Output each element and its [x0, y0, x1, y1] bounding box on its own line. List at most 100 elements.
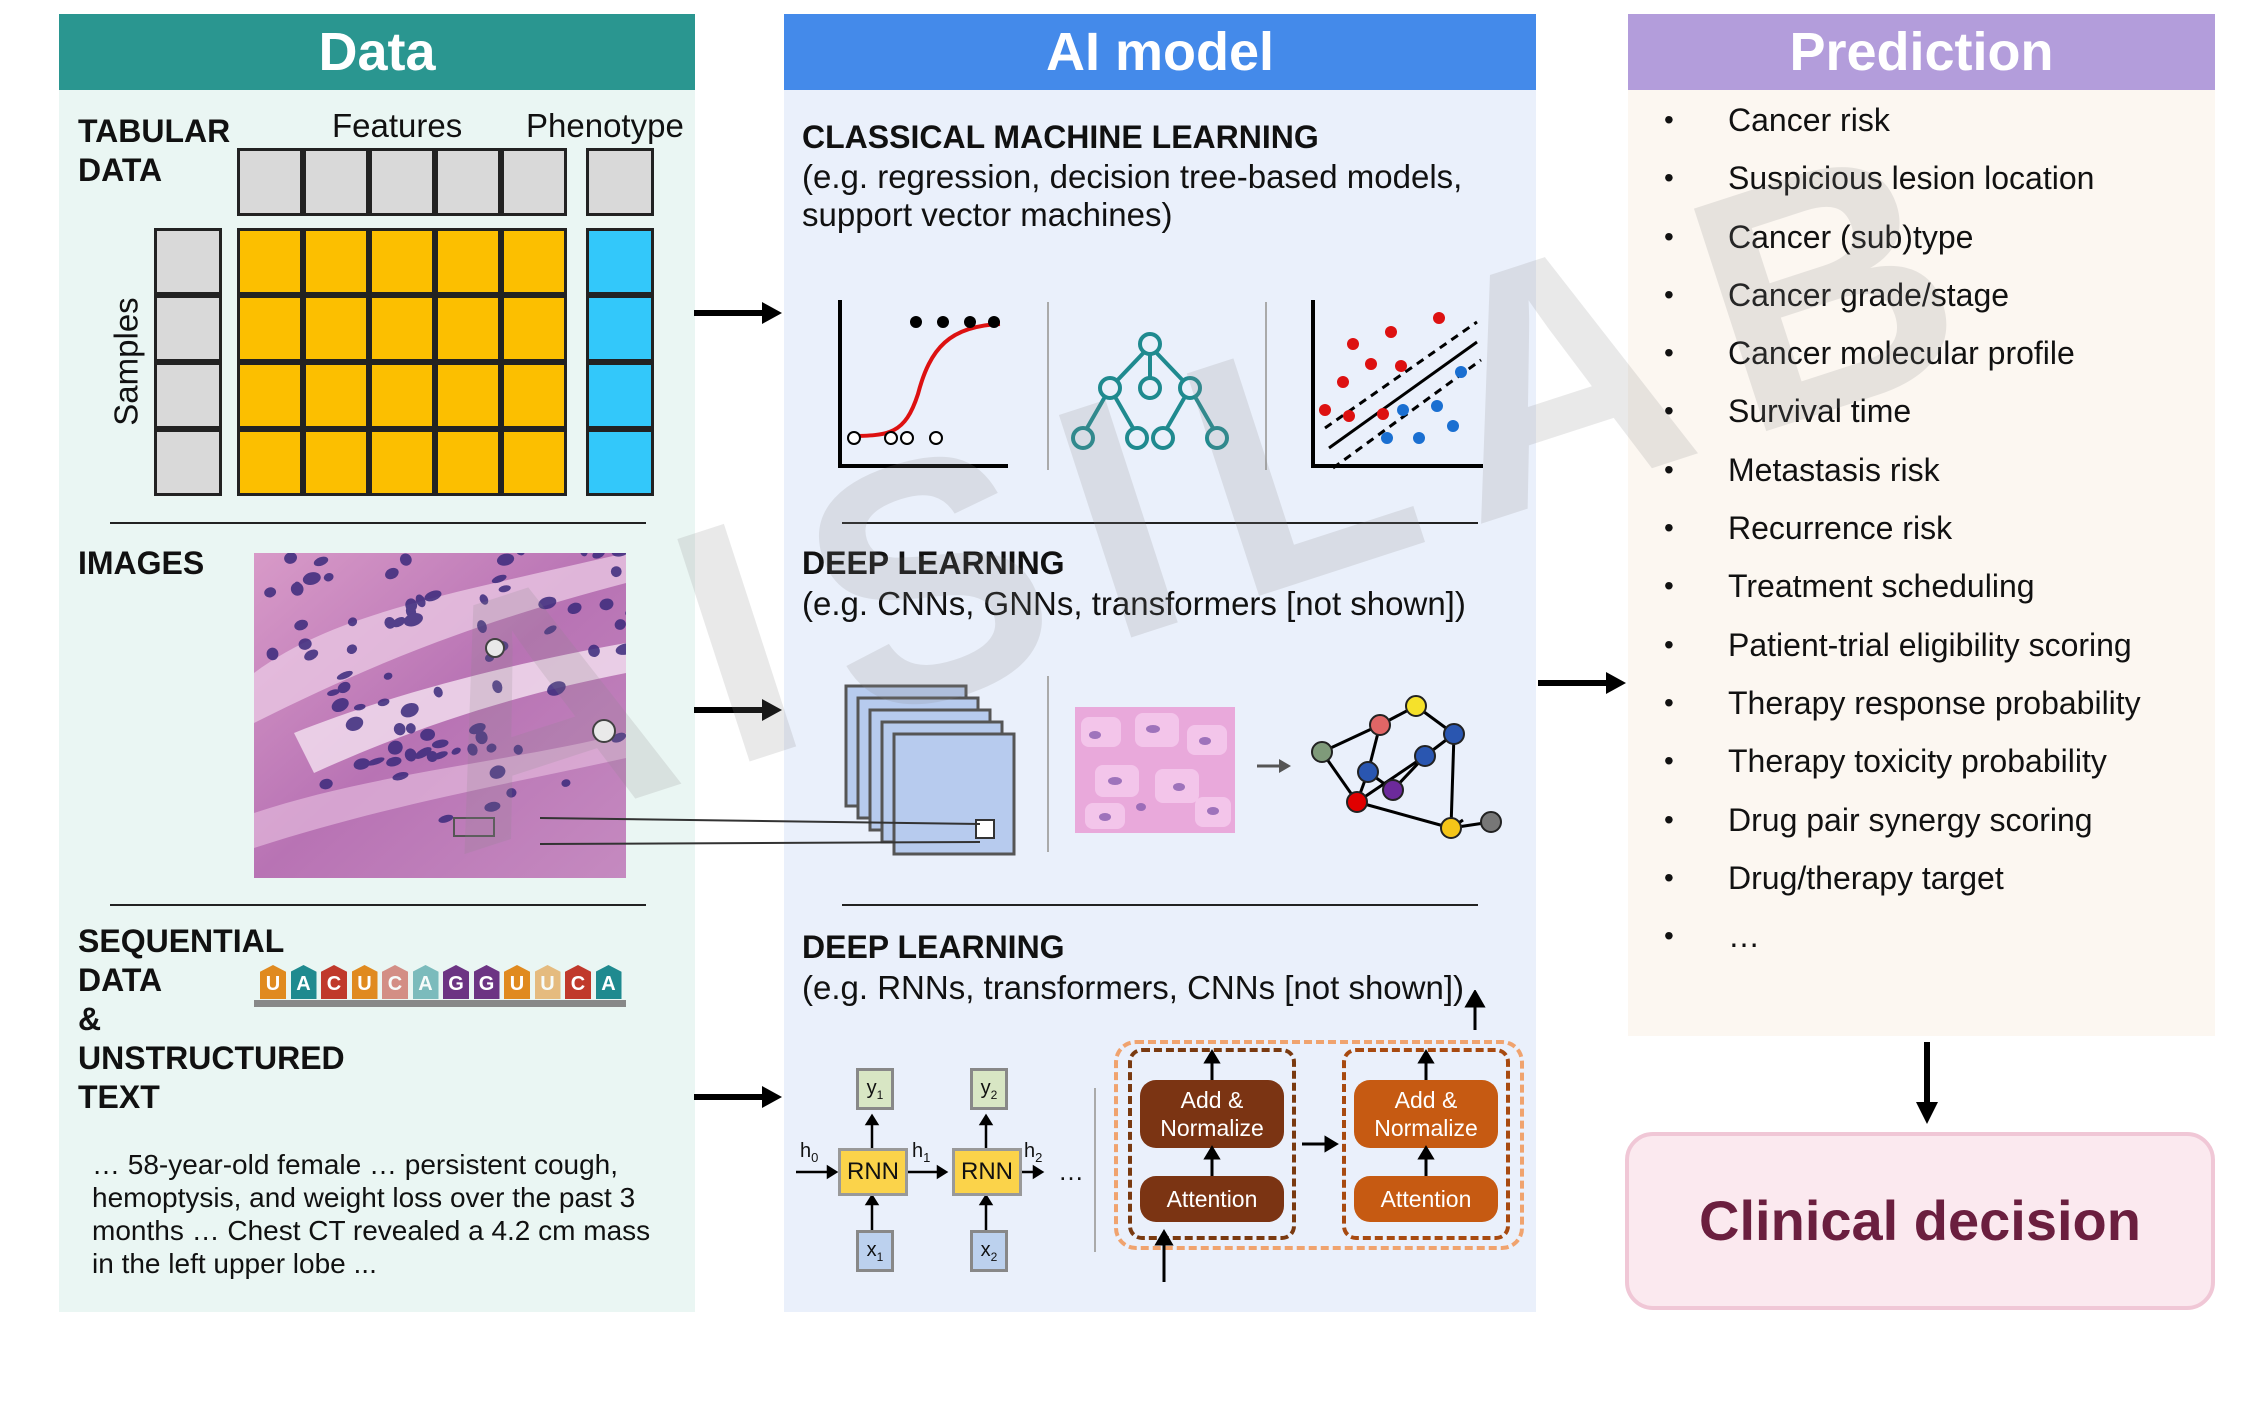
feature-cell: [435, 362, 501, 429]
nucleotide: A: [412, 965, 439, 999]
gnn-graph: [1311, 695, 1502, 839]
feature-cell: [303, 429, 369, 496]
rnn-ellipsis: …: [1058, 1156, 1084, 1186]
y1-box: y1: [856, 1068, 894, 1110]
h1-label: h1: [912, 1140, 931, 1165]
samples-label: Samples: [107, 297, 145, 426]
histology-image: [254, 553, 626, 878]
transformer-outer-box: [1114, 1040, 1524, 1250]
phenotype-column: [586, 228, 654, 496]
classical-ml-desc: (e.g. regression, decision tree-based mo…: [802, 158, 1463, 233]
model-separator-1: [1047, 302, 1049, 470]
feature-cell: [501, 228, 567, 295]
arrow-model-to-prediction: [1538, 672, 1626, 694]
prediction-item: Patient-trial eligibility scoring: [1634, 625, 2214, 683]
feature-cell: [303, 295, 369, 362]
feature-cell: [369, 295, 435, 362]
cnn-receptive-field-lines: [540, 817, 981, 845]
svm-plot: [1311, 300, 1483, 470]
nucleotide: U: [260, 965, 286, 999]
features-label: Features: [332, 107, 463, 144]
h2-label: h2: [1024, 1140, 1043, 1165]
attention-2: Attention: [1354, 1176, 1498, 1222]
tissue-patch-image: [1075, 707, 1235, 833]
nucleotide: U: [504, 965, 530, 999]
prediction-item: Therapy response probability: [1634, 683, 2214, 741]
prediction-item: Survival time: [1634, 391, 2214, 449]
patch-to-graph-arrow: [1257, 759, 1291, 773]
nucleotide: G: [473, 965, 500, 999]
prediction-item: Therapy toxicity probability: [1634, 741, 2214, 799]
rnn-diagram: h0 h1 h2 … RNN RNN y1 y2 x1 x2: [796, 1060, 1096, 1280]
arrow-images-to-model: [694, 699, 782, 721]
phenotype-cell: [586, 295, 654, 362]
model-divider-1: [842, 522, 1478, 524]
prediction-header: Prediction: [1628, 14, 2215, 90]
nucleotide: G: [443, 965, 469, 999]
prediction-item: Suspicious lesion location: [1634, 158, 2214, 216]
feature-cell: [303, 362, 369, 429]
prediction-item: Metastasis risk: [1634, 450, 2214, 508]
classical-ml-title: CLASSICAL MACHINE LEARNING: [802, 119, 1319, 155]
sequential-data-label: SEQUENTIAL DATA & UNSTRUCTURED TEXT: [78, 923, 345, 1115]
feature-cell: [237, 362, 303, 429]
phenotype-label: Phenotype: [526, 107, 684, 144]
nucleotide: C: [321, 965, 347, 999]
clinical-decision-box: [1625, 1132, 2215, 1310]
transformer-diagram: Add & Normalize Attention Add & Normaliz…: [1110, 990, 1530, 1290]
attention-1: Attention: [1140, 1176, 1284, 1222]
nucleotide: U: [534, 965, 561, 999]
prediction-item: Cancer risk: [1634, 100, 2214, 158]
feature-cell: [369, 228, 435, 295]
decision-tree-icon: [1071, 332, 1229, 450]
feature-cell: [501, 429, 567, 496]
nucleotide: A: [595, 965, 622, 999]
rnn-cell-1: RNN: [838, 1148, 908, 1196]
feature-cell: [237, 295, 303, 362]
deep-learning-desc-1: (e.g. CNNs, GNNs, transformers [not show…: [802, 585, 1466, 622]
arrow-text-to-model: [694, 1086, 782, 1108]
phenotype-cell: [586, 429, 654, 496]
clinical-decision-label: Clinical decision: [1699, 1189, 2141, 1252]
feature-matrix: [237, 228, 567, 496]
clinical-text: … 58-year-old female … persistent cough,…: [92, 1149, 651, 1279]
logistic-regression-plot: [838, 300, 1008, 468]
prediction-item: Recurrence risk: [1634, 508, 2214, 566]
model-separator-4: [1094, 1088, 1096, 1252]
feature-cell: [435, 295, 501, 362]
prediction-item: Cancer (sub)type: [1634, 217, 2214, 275]
data-header: Data: [59, 14, 695, 90]
deep-learning-title-2: DEEP LEARNING: [802, 929, 1065, 965]
x1-box: x1: [856, 1230, 894, 1272]
feature-cell: [303, 228, 369, 295]
phenotype-cell: [586, 362, 654, 429]
y2-box: y2: [970, 1068, 1008, 1110]
h0-label: h0: [800, 1140, 819, 1165]
feature-cell: [237, 429, 303, 496]
feature-cell: [237, 228, 303, 295]
prediction-list: Cancer riskSuspicious lesion locationCan…: [1634, 100, 2214, 974]
model-separator-2: [1265, 302, 1267, 470]
nucleotide: C: [565, 965, 591, 999]
data-divider-2: [110, 904, 646, 906]
arrow-prediction-to-decision: [1916, 1042, 1938, 1124]
nucleotide: A: [290, 965, 317, 999]
cnn-feature-maps: [844, 684, 1016, 856]
feature-cell: [369, 362, 435, 429]
x2-box: x2: [970, 1230, 1008, 1272]
nucleotide: U: [351, 965, 378, 999]
prediction-item: Drug pair synergy scoring: [1634, 800, 2214, 858]
data-divider-1: [110, 522, 646, 524]
feature-cell: [369, 429, 435, 496]
feature-cell: [501, 295, 567, 362]
feature-cell: [435, 228, 501, 295]
deep-learning-title-1: DEEP LEARNING: [802, 545, 1065, 581]
phenotype-header-cell: [586, 148, 654, 216]
prediction-item: Drug/therapy target: [1634, 858, 2214, 916]
deep-learning-desc-2: (e.g. RNNs, transformers, CNNs [not show…: [802, 969, 1464, 1006]
prediction-item: Treatment scheduling: [1634, 566, 2214, 624]
prediction-item: Cancer grade/stage: [1634, 275, 2214, 333]
prediction-item: Cancer molecular profile: [1634, 333, 2214, 391]
phenotype-cell: [586, 228, 654, 295]
